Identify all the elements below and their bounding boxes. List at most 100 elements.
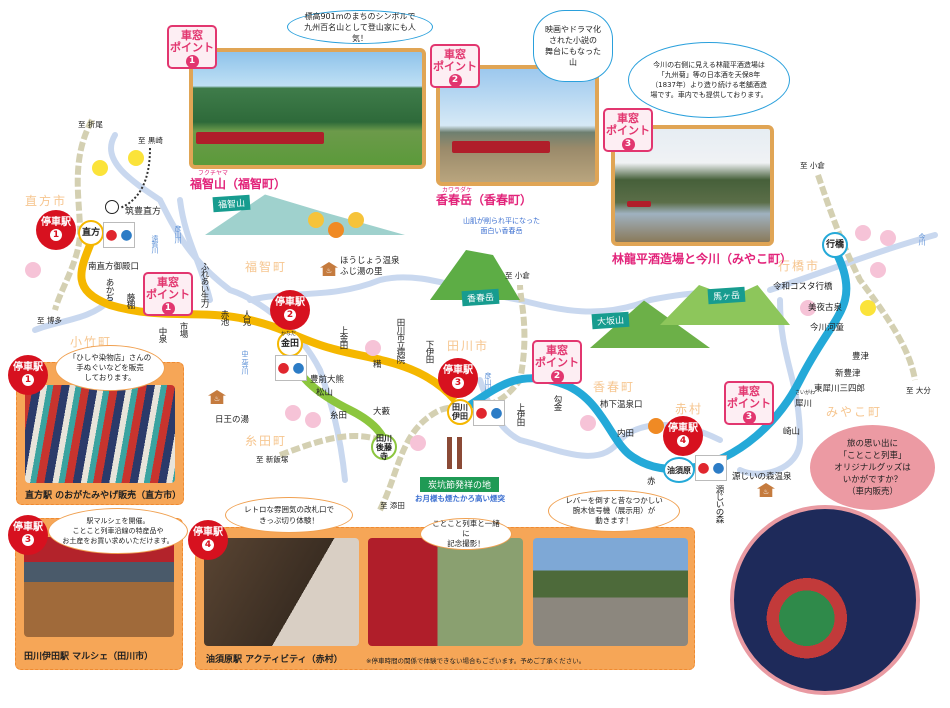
badge-label: 停車駅 [443, 365, 473, 376]
photo-kawaradake [436, 65, 599, 186]
station-yukuhashi[interactable]: 行橋 [822, 232, 848, 258]
station-label: 新豊津 [835, 369, 861, 379]
station-label: 下伊田 [424, 340, 434, 363]
chimney-icon [447, 437, 452, 469]
badge-label: 停車駅 [13, 522, 43, 533]
chikuho-line [119, 147, 151, 209]
mountain-label: 香春岳 [461, 288, 500, 307]
station-chikuho-nogata[interactable] [105, 200, 119, 214]
autumn-tree-icon [648, 418, 664, 434]
river-label: 遠賀川 [151, 235, 159, 253]
cherry-tree-icon [870, 262, 886, 278]
badge-label: 車窓 ポイント [727, 385, 771, 410]
badge-number: 2 [448, 74, 462, 87]
station-ruby: さいがわ [795, 390, 816, 396]
badge-label: 停車駅 [193, 527, 223, 538]
signal-lever-photo [533, 538, 688, 646]
rapeseed-icon [92, 160, 108, 176]
badge-number: 4 [677, 435, 689, 447]
hot-spring-icon: ♨ [320, 262, 338, 276]
station-label: 勾金 [552, 395, 562, 410]
badge-number: 1 [185, 55, 199, 68]
speech-bubble: 駅マルシェを開催。 ことこと列車沿線の特産品や お土産をお買い求めいただけます。 [48, 508, 188, 554]
panel-title: 田川伊田駅 マルシェ（田川市） [24, 652, 154, 662]
badge-label: 車窓 ポイント [433, 48, 477, 73]
station-label: 松山 [316, 388, 334, 398]
station-label: 東犀川三四郎 [814, 384, 866, 394]
town-label: 糸田町 [245, 434, 288, 448]
panel-title: 油須原駅 アクティビティ（赤村） [206, 655, 343, 665]
goods-bubble: 旅の思い出に 「ことこと列車」 オリジナルグッズは いかがですか？ （車内販売） [810, 425, 935, 510]
badge-label: 車窓 ポイント [606, 112, 650, 137]
direction-label: 至 小倉 [505, 271, 530, 280]
panel-note: ※停車時間の関係で体験できない場合もございます。予めご了承ください。 [366, 657, 586, 665]
river-label: 中元寺川 [241, 350, 249, 374]
goods-photo [730, 505, 920, 695]
autumn-tree-icon [328, 222, 344, 238]
autumn-tree-icon [308, 212, 324, 228]
direction-label: 至 大分 [906, 386, 931, 395]
ita-line [77, 238, 459, 403]
tankou-subtitle: お月様も煙たかろ高い煙突 [415, 494, 505, 503]
cherry-tree-icon [305, 412, 321, 428]
station-label: 人見 [241, 310, 251, 325]
chimney-icon [457, 437, 462, 469]
town-label: 福智町 [245, 260, 288, 274]
station-ruby: かなだ [281, 331, 297, 337]
station-tagawa-ita[interactable]: 田川 伊田 [447, 399, 473, 425]
direction-label: 至 折尾 [78, 120, 103, 129]
river-label: 彦山川 [174, 225, 182, 243]
station-label: 市場 [178, 322, 188, 337]
cherry-tree-icon [365, 340, 381, 356]
hot-spring-icon: ♨ [208, 390, 226, 404]
cherry-tree-icon [580, 415, 596, 431]
photo-caption: 香春岳（香春町） [436, 193, 533, 207]
station-label: 豊津 [852, 352, 870, 362]
badge-number: 2 [284, 309, 296, 321]
cherry-tree-icon [25, 262, 41, 278]
badge-number: 4 [202, 539, 214, 551]
station-nogata[interactable]: 直方 [78, 220, 104, 246]
caption-ruby: フクチヤマ [198, 170, 229, 177]
direction-label: 至 博多 [37, 316, 62, 325]
spot-genjii-onsen: 源じいの森温泉 [732, 472, 792, 482]
speech-bubble: 標高901mのまちのシンボルで 九州百名山として登山家にも人気！ [287, 10, 433, 44]
direction-label: 至 小倉 [800, 161, 825, 170]
train-photo [368, 538, 523, 646]
photo-caption: 福智山（福智町） [190, 177, 287, 191]
tankou-banner: 炭坑節発祥の地 [420, 477, 500, 492]
speech-bubble: 「ひしや染物店」さんの 手ぬぐいなどを販売 しております。 [55, 345, 165, 391]
badge-label: 車窓 ポイント [146, 276, 190, 301]
hot-spring-icon: ♨ [757, 483, 775, 497]
town-label: 田川市 [447, 339, 490, 353]
badge-label: 停車駅 [41, 217, 71, 228]
caption-ruby: カワラダケ [442, 187, 473, 194]
station-tagawa-gotoji[interactable]: 田川 後藤寺 [371, 434, 397, 461]
station-label: 赤 [647, 477, 656, 487]
spot-hiou-no-yu: 日王の湯 [215, 415, 250, 425]
speech-bubble: ことこと列車と一緒に 記念撮影！ [420, 518, 512, 550]
town-label: みやこ町 [826, 405, 883, 419]
ticket-punch-photo [204, 538, 359, 646]
river-label: 今川 [918, 233, 926, 245]
station-yusubaru[interactable]: 油須原 [663, 457, 695, 483]
station-label: 糸田 [330, 411, 348, 421]
speech-bubble: レトロな雰囲気の改札口で きっぷ切り体験！ [225, 497, 353, 533]
station-label: 南直方御殿口 [88, 262, 140, 272]
cherry-tree-icon [880, 230, 896, 246]
rapeseed-icon [128, 150, 144, 166]
stop-panel-1: 直方駅 のおがたみやげ販売（直方市） [16, 362, 184, 505]
cherry-tree-icon [855, 225, 871, 241]
restroom-icon: ●● [695, 455, 727, 481]
station-label: 美夜古泉 [808, 303, 843, 313]
restroom-icon: ●● [275, 355, 307, 381]
spot-houjou-onsen: ほうじょう温泉 ふじ湯の里 [340, 256, 400, 277]
